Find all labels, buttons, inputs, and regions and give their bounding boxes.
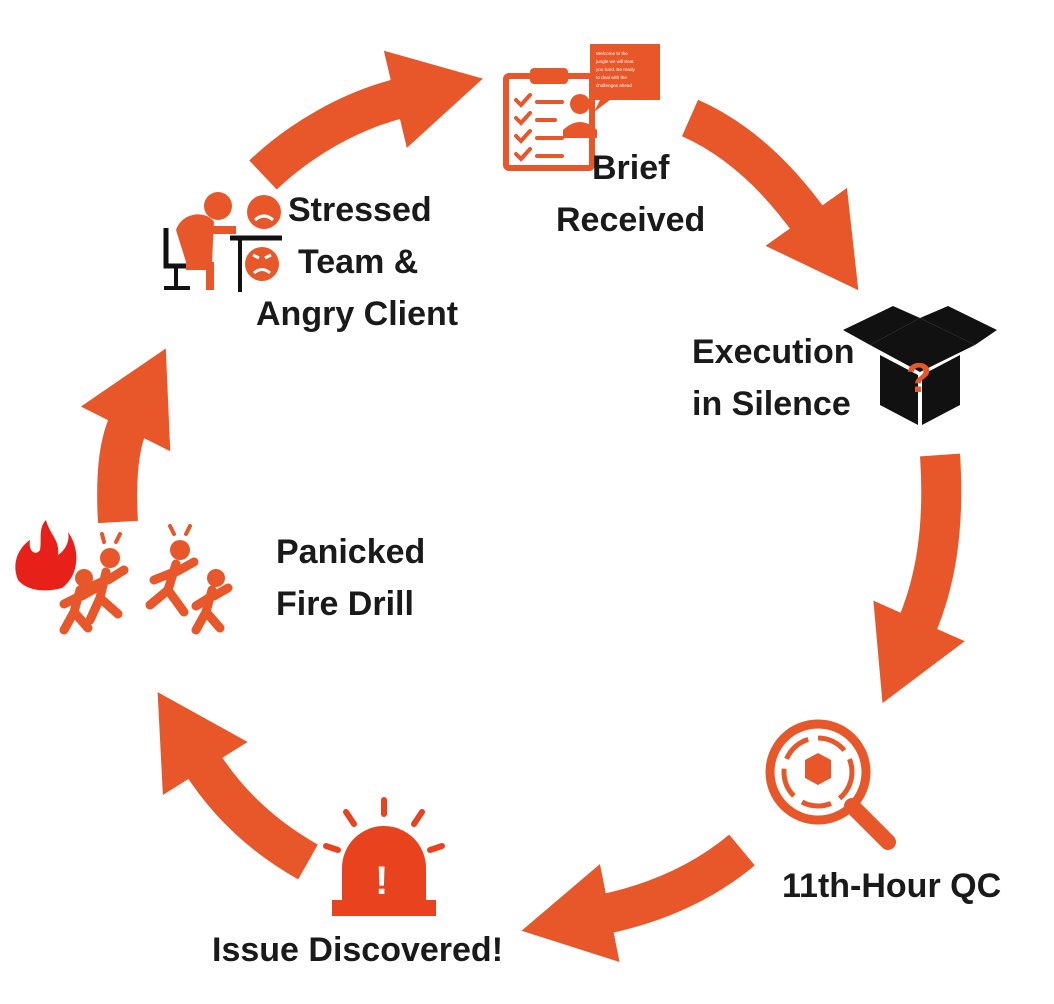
stage-label-issue: Issue Discovered!: [212, 924, 503, 976]
arrow-execution-to-qc: [873, 453, 965, 704]
arrow-issue-to-panic: [157, 692, 318, 880]
stage-label-qc: 11th-Hour QC: [782, 860, 1001, 912]
stage-label-line: Execution: [692, 333, 855, 371]
arrow-stressed-to-brief: [249, 50, 483, 190]
stage-label-line: in Silence: [692, 385, 851, 423]
arrow-panic-to-stressed: [80, 348, 171, 524]
stage-label-line: 11th-Hour QC: [782, 867, 1002, 905]
stage-label-execution: Execution in Silence: [692, 326, 854, 430]
arrow-qc-to-issue: [521, 834, 755, 963]
stage-label-line: Panicked: [276, 533, 426, 571]
stage-label-line: Fire Drill: [276, 585, 414, 623]
stage-label-line: Issue Discovered!: [212, 931, 504, 969]
stage-label-brief: Brief Received: [556, 142, 705, 246]
stage-label-line: Angry Client: [256, 295, 459, 333]
stage-label-line: Team &: [298, 243, 419, 281]
stage-label-panic: Panicked Fire Drill: [276, 526, 425, 630]
arrow-brief-to-execution: [681, 99, 859, 291]
stage-label-line: Received: [556, 201, 706, 239]
stage-label-line: Stressed: [288, 191, 432, 229]
stage-label-line: Brief: [592, 149, 670, 187]
stage-label-stressed: Stressed Team & Angry Client: [256, 184, 458, 340]
